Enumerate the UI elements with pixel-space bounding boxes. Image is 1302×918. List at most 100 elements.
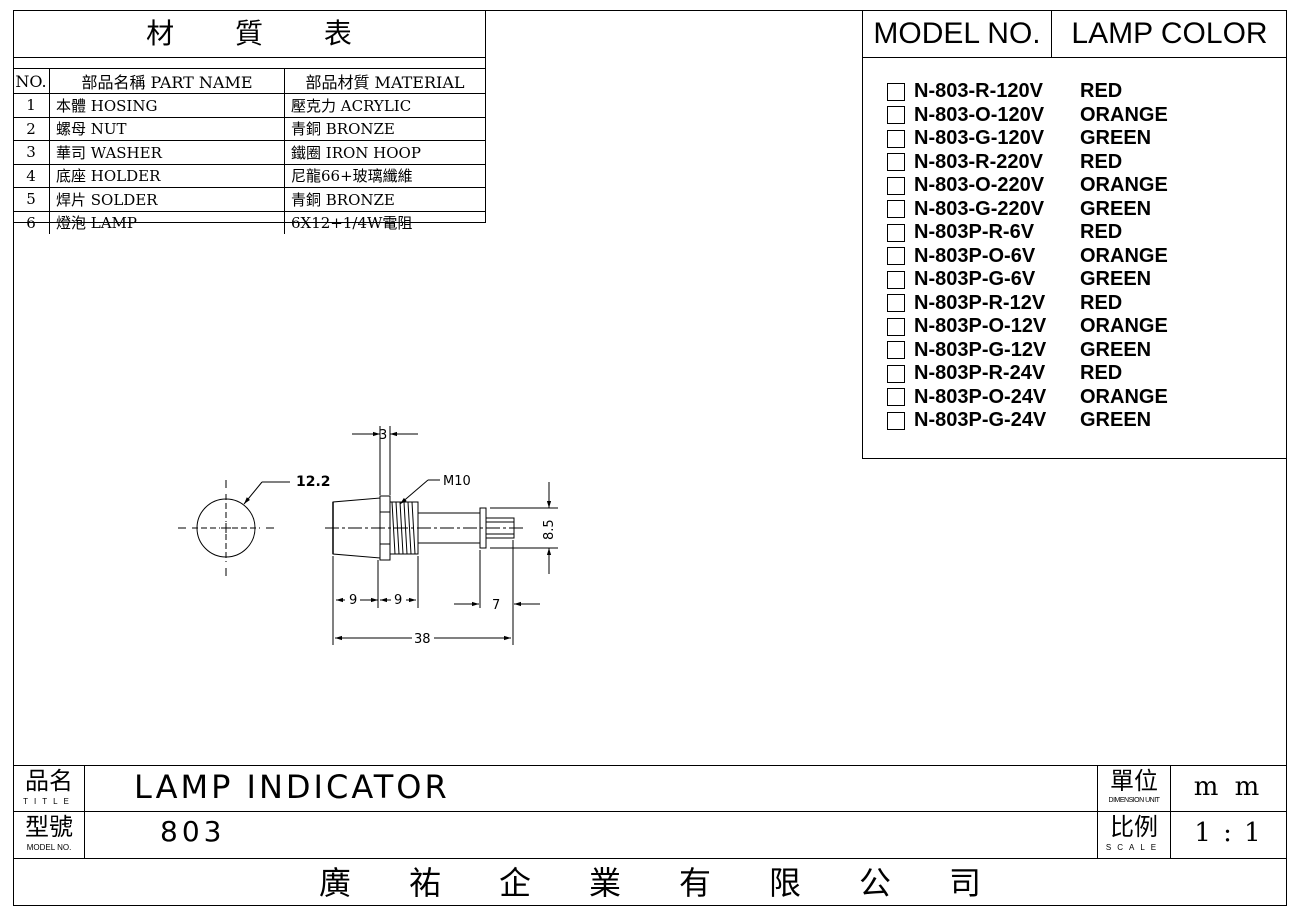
title-value: LAMP INDICATOR xyxy=(134,768,450,806)
unit-value: m m xyxy=(1193,772,1264,802)
model-checkbox[interactable] xyxy=(887,129,905,148)
material-table-title: 材 質 表 xyxy=(13,10,485,58)
list-item: N-803P-G-24V GREEN xyxy=(887,409,1168,433)
dim-thread: M10 xyxy=(443,474,471,489)
unit-label-divider-left xyxy=(1097,765,1098,858)
lamp-color: RED xyxy=(1080,291,1123,314)
row-material: 尼龍66+玻璃纖維 xyxy=(284,163,485,188)
row-no: 1 xyxy=(13,93,50,117)
model-code: N-803-G-120V xyxy=(914,127,1045,150)
dim-overall: 38 xyxy=(414,632,431,647)
list-item: N-803P-R-12V RED xyxy=(887,292,1168,316)
lamp-color: ORANGE xyxy=(1080,385,1168,408)
model-code: N-803-O-120V xyxy=(914,103,1045,126)
dim-terminal: 7 xyxy=(492,598,500,613)
lamp-color: GREEN xyxy=(1080,268,1152,291)
dim-height: 8.5 xyxy=(542,519,557,540)
model-code: N-803P-R-12V xyxy=(914,291,1046,314)
row-material: 6X12+1/4W電阻 xyxy=(284,210,485,234)
lamp-color: RED xyxy=(1080,80,1123,103)
list-item: N-803-R-220V RED xyxy=(887,151,1168,175)
side-view xyxy=(325,426,558,645)
row-material: 鐵圈 IRON HOOP xyxy=(284,140,485,164)
lamp-color: ORANGE xyxy=(1080,244,1168,267)
list-item: N-803-R-120V RED xyxy=(887,80,1168,104)
unit-label-divider-right xyxy=(1170,765,1171,858)
dim-body-b: 9 xyxy=(394,593,402,608)
model-code: N-803P-R-24V xyxy=(914,362,1046,385)
title-label-en: TITLE xyxy=(23,797,75,806)
lamp-color: GREEN xyxy=(1080,338,1152,361)
model-checkbox[interactable] xyxy=(887,270,905,289)
unit-label-en: DIMENSION UNIT xyxy=(1108,797,1160,804)
lamp-color-header: LAMP COLOR xyxy=(1071,17,1268,50)
row-part-name: 燈泡 LAMP xyxy=(49,210,285,234)
model-checkbox[interactable] xyxy=(887,388,905,407)
header-no: NO. xyxy=(13,68,50,94)
header-part-name: 部品名稱 PART NAME xyxy=(49,68,285,94)
model-code: N-803-R-120V xyxy=(914,80,1043,103)
list-item: N-803P-G-12V GREEN xyxy=(887,339,1168,363)
unit-label: 單位 xyxy=(1110,767,1158,795)
model-code: N-803P-O-12V xyxy=(914,315,1047,338)
model-no-header: MODEL NO. xyxy=(863,10,1052,57)
row-part-name: 螺母 NUT xyxy=(49,116,285,141)
model-code: N-803P-O-24V xyxy=(914,385,1047,408)
company-name: 廣祐企業有限公司 xyxy=(318,864,1039,902)
row-no: 2 xyxy=(13,116,50,141)
row-part-name: 底座 HOLDER xyxy=(49,163,285,188)
title-label-divider xyxy=(84,765,85,858)
row-no: 6 xyxy=(13,210,50,234)
model-code: N-803P-G-24V xyxy=(914,409,1047,432)
model-checkbox[interactable] xyxy=(887,317,905,336)
row-part-name: 華司 WASHER xyxy=(49,140,285,164)
lamp-color: GREEN xyxy=(1080,409,1152,432)
model-checkbox[interactable] xyxy=(887,341,905,360)
model-checkbox[interactable] xyxy=(887,176,905,195)
model-checkbox[interactable] xyxy=(887,411,905,430)
model-checkbox[interactable] xyxy=(887,106,905,125)
dim-nut-thickness: 3 xyxy=(379,428,387,443)
model-code: N-803-R-220V xyxy=(914,150,1043,173)
scale-value: 1 : 1 xyxy=(1194,818,1263,848)
row-no: 3 xyxy=(13,140,50,164)
model-code: N-803P-G-12V xyxy=(914,338,1047,361)
model-code: N-803-G-220V xyxy=(914,197,1045,220)
header-material: 部品材質 MATERIAL xyxy=(284,68,485,94)
model-code: N-803-O-220V xyxy=(914,174,1045,197)
title-block-top-line xyxy=(13,765,1287,766)
lamp-color: ORANGE xyxy=(1080,103,1168,126)
model-checkbox[interactable] xyxy=(887,200,905,219)
title-block-mid-line xyxy=(13,811,1287,812)
model-checkbox[interactable] xyxy=(887,364,905,383)
model-checkbox[interactable] xyxy=(887,247,905,266)
model-checkbox[interactable] xyxy=(887,223,905,242)
lamp-color: RED xyxy=(1080,362,1123,385)
row-material: 青銅 BRONZE xyxy=(284,116,485,141)
model-checkbox[interactable] xyxy=(887,82,905,101)
list-item: N-803P-R-24V RED xyxy=(887,362,1168,386)
row-no: 5 xyxy=(13,187,50,211)
model-label: 型號 xyxy=(25,813,73,841)
model-checkbox[interactable] xyxy=(887,153,905,172)
row-part-name: 本體 HOSING xyxy=(49,93,285,117)
lamp-color: RED xyxy=(1080,150,1123,173)
model-checkbox[interactable] xyxy=(887,294,905,313)
model-panel-header: MODEL NO. LAMP COLOR xyxy=(863,10,1287,58)
row-part-name: 焊片 SOLDER xyxy=(49,187,285,211)
lamp-color: GREEN xyxy=(1080,197,1152,220)
dim-diameter: 12.2 xyxy=(296,474,331,490)
